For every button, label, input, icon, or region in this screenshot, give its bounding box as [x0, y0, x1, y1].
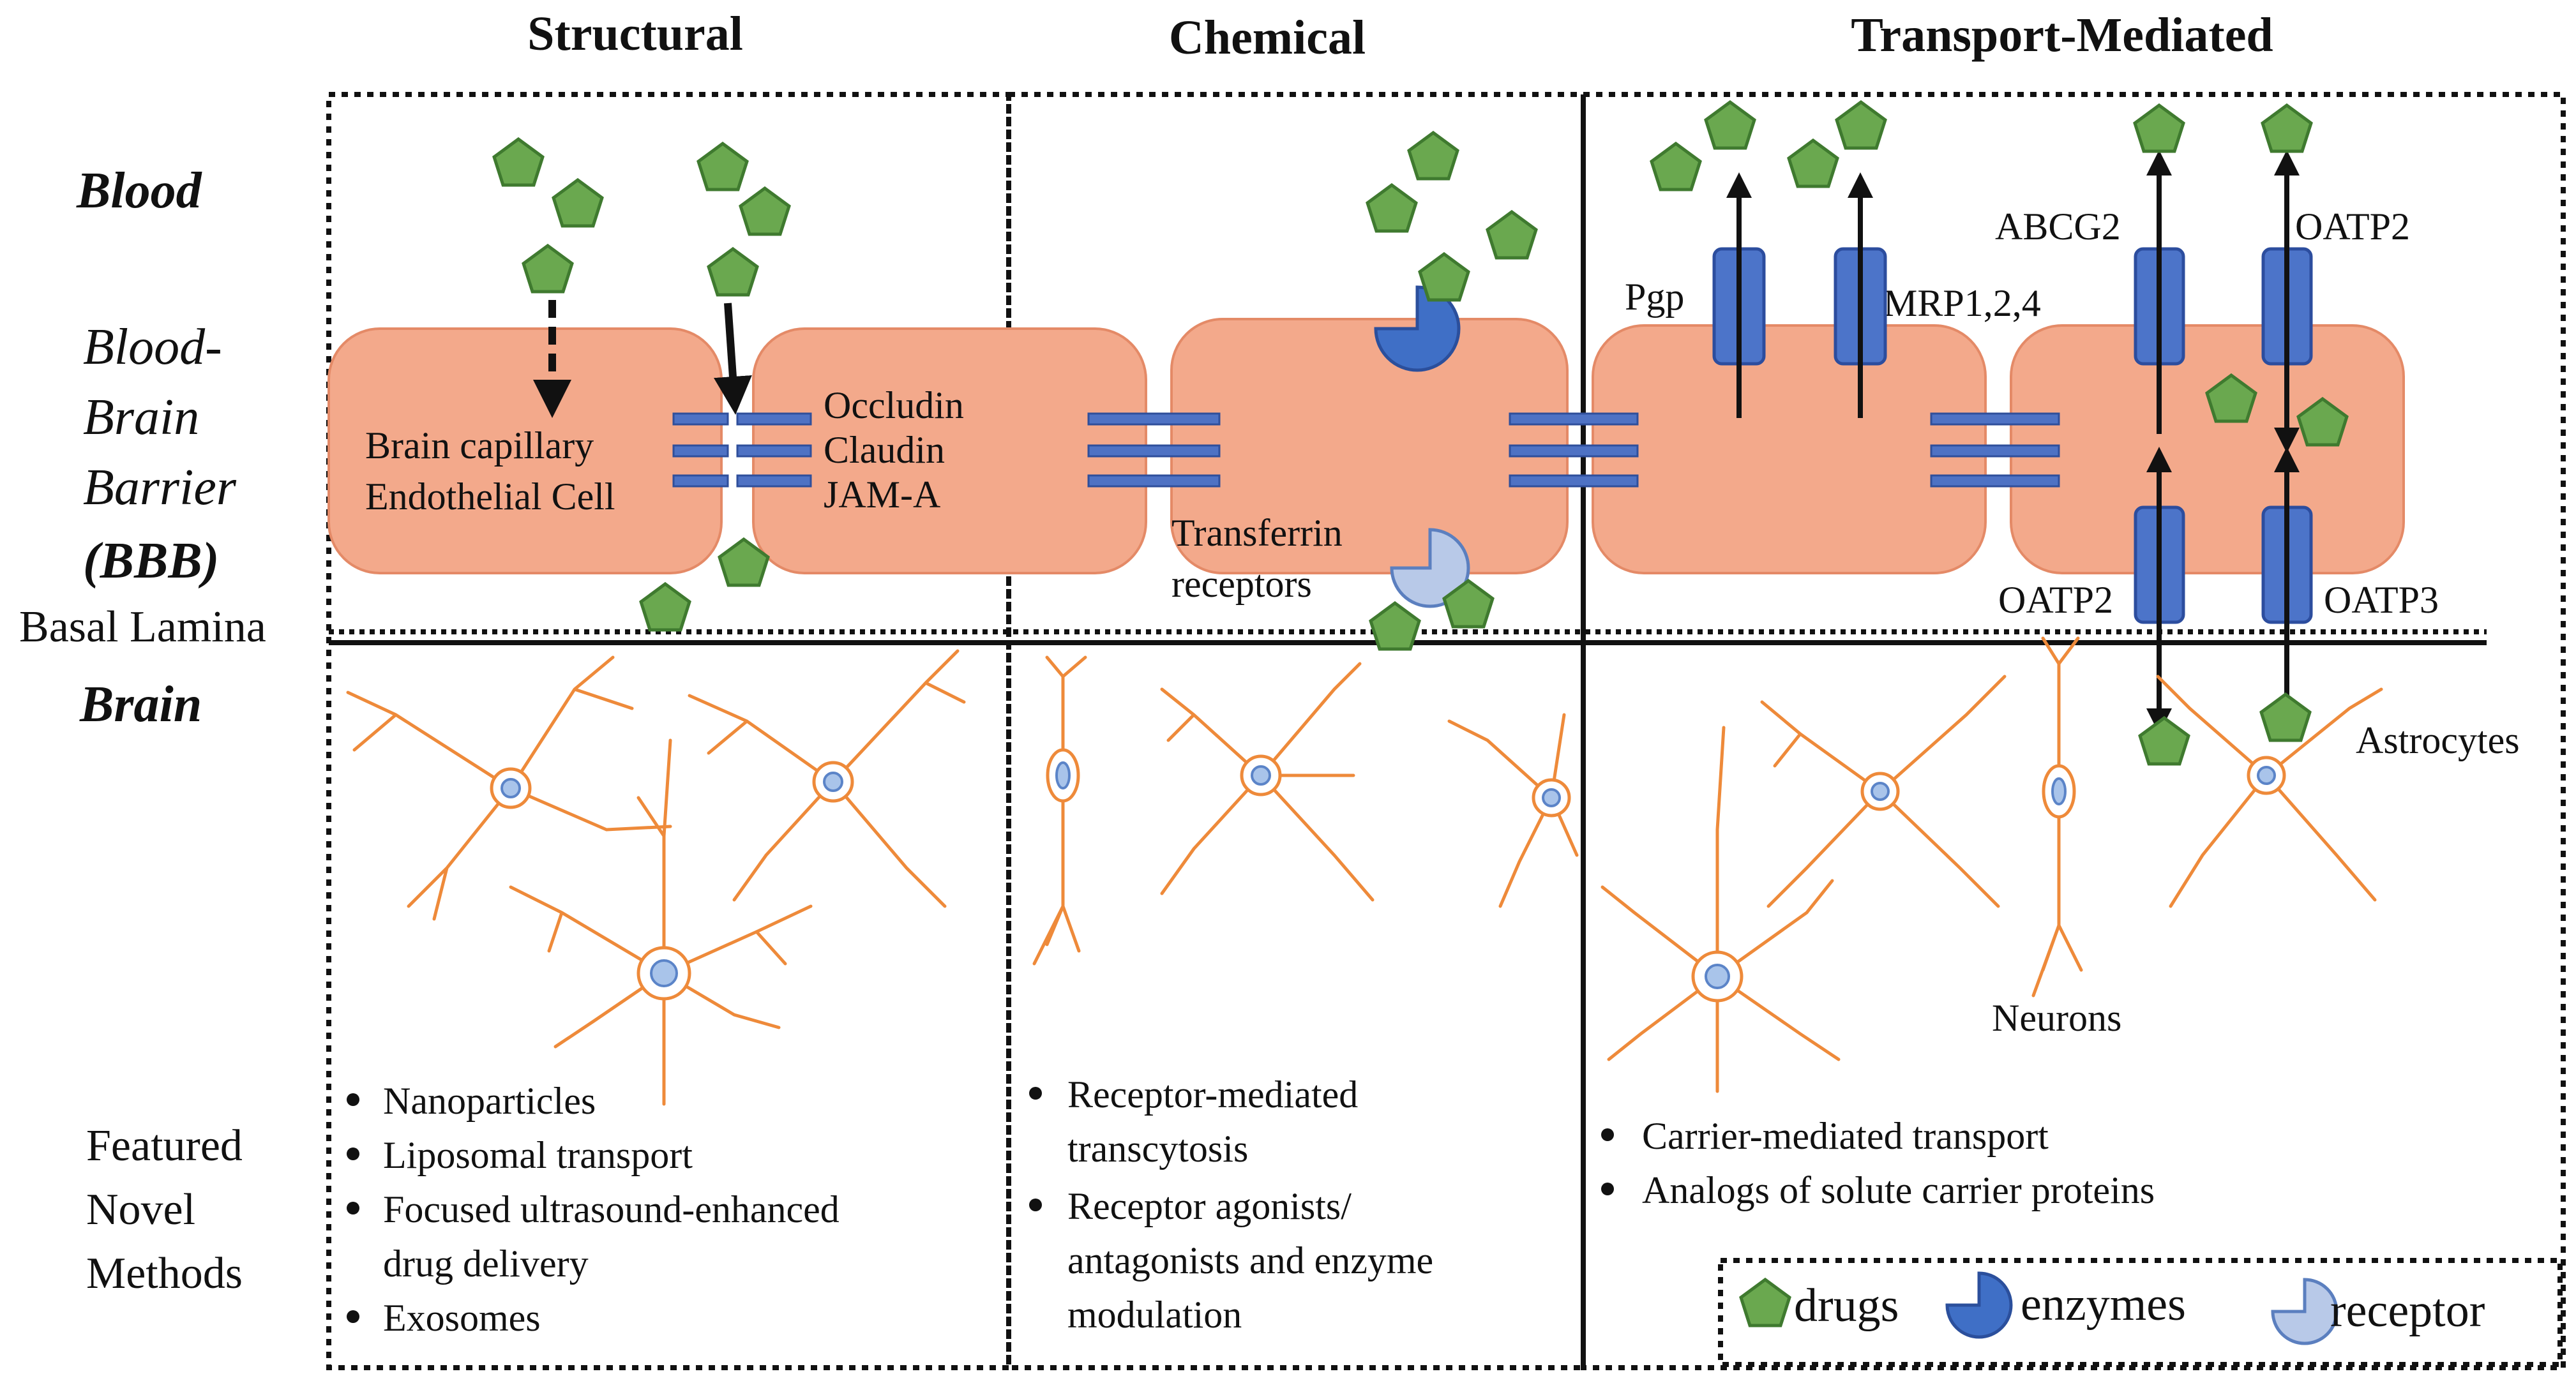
bullet-icon: [1601, 1183, 1614, 1195]
method-item: Receptor agonists/: [1067, 1185, 1352, 1227]
label-mrp: MRP1,2,4: [1883, 282, 2041, 324]
methods-chemical: Receptor-mediated transcytosis Receptor …: [1029, 1073, 1433, 1336]
method-item: Nanoparticles: [383, 1080, 596, 1122]
drug-icon: [1409, 133, 1457, 179]
tight-junction-2: [1087, 412, 1221, 488]
drug-icon: [2135, 105, 2183, 151]
label-transferrin: Transferrin: [1171, 512, 1343, 554]
drug-icon: [698, 144, 747, 190]
bullet-icon: [347, 1310, 359, 1323]
endothelial-cell-2: [752, 327, 1147, 574]
legend-enzyme-icon: [1945, 1271, 2013, 1339]
label-featured-3: Methods: [86, 1249, 243, 1298]
label-blood: Blood: [76, 163, 202, 219]
method-item: Receptor-mediated: [1067, 1073, 1358, 1116]
endothelial-cell-4: [1592, 324, 1987, 574]
label-jam-a: JAM-A: [824, 474, 940, 516]
bullet-icon: [1029, 1087, 1042, 1100]
drug-icon: [1837, 102, 1885, 148]
legend-drugs-label: drugs: [1794, 1280, 1899, 1332]
legend-enzymes-label: enzymes: [2021, 1278, 2186, 1331]
method-item: Liposomal transport: [383, 1134, 693, 1176]
label-abcg2: ABCG2: [1995, 206, 2121, 248]
method-item: Focused ultrasound-enhanced: [383, 1188, 840, 1230]
label-pgp: Pgp: [1625, 276, 1684, 318]
tight-junction-3: [1509, 412, 1639, 488]
header-transport-mediated: Transport-Mediated: [1851, 8, 2273, 62]
arrow-paracellular-solid: [714, 303, 752, 415]
drug-icon: [709, 249, 757, 295]
drug-icon: [641, 584, 689, 630]
label-brain: Brain: [79, 676, 202, 733]
neuron-cluster-structural: [346, 649, 966, 1106]
drug-icon: [1420, 254, 1468, 300]
header-chemical: Chemical: [1169, 11, 1366, 64]
drug-icon: [1706, 102, 1754, 148]
label-endothelial-cell: Endothelial Cell: [365, 475, 615, 518]
label-bbb-2: Brain: [83, 389, 199, 445]
drug-icon: [554, 180, 602, 226]
tight-junction-4: [1930, 412, 2060, 488]
bullet-icon: [1029, 1199, 1042, 1211]
methods-transport: Carrier-mediated transport Analogs of so…: [1601, 1115, 2155, 1211]
label-brain-capillary: Brain capillary: [365, 424, 594, 467]
method-item: Carrier-mediated transport: [1642, 1115, 2049, 1157]
method-item-cont: drug delivery: [383, 1243, 589, 1285]
panel-transport: [1581, 92, 2566, 1370]
label-oatp3: OATP3: [2324, 579, 2439, 621]
header-structural: Structural: [527, 7, 743, 61]
drug-icon: [1367, 185, 1416, 231]
bullet-icon: [347, 1202, 359, 1214]
label-receptors: receptors: [1171, 563, 1312, 605]
label-astrocytes: Astrocytes: [2356, 719, 2520, 761]
bullet-icon: [1601, 1128, 1614, 1141]
panel-chemical: [1006, 92, 1586, 1370]
label-bbb-3: Barrier: [83, 460, 237, 516]
label-featured-2: Novel: [86, 1185, 195, 1234]
legend-drug-icon: [1741, 1280, 1789, 1326]
drug-icon: [1371, 603, 1419, 649]
drug-icon: [2263, 105, 2311, 151]
label-neurons: Neurons: [1992, 997, 2121, 1039]
label-basal-lamina: Basal Lamina: [19, 602, 266, 652]
bullet-icon: [347, 1093, 359, 1106]
label-bbb-1: Blood-: [83, 319, 222, 375]
method-item-cont: modulation: [1067, 1294, 1242, 1336]
drug-icon: [1652, 144, 1700, 190]
panel-structural: [326, 92, 1011, 1370]
drug-icon: [523, 246, 572, 292]
neuron-cluster-chemical: [1032, 655, 1579, 966]
method-item: Analogs of solute carrier proteins: [1642, 1169, 2155, 1211]
legend: drugs enzymes receptor: [1718, 1258, 2563, 1367]
methods-structural: Nanoparticles Liposomal transport Focuse…: [347, 1080, 840, 1339]
method-item-cont: antagonists and enzyme: [1067, 1239, 1433, 1282]
label-oatp2-top: OATP2: [2295, 206, 2410, 248]
label-bbb-4: (BBB): [83, 533, 219, 589]
label-claudin: Claudin: [824, 429, 945, 471]
drug-icon: [2261, 694, 2310, 740]
endothelial-cell-5: [2010, 324, 2405, 574]
method-item-cont: transcytosis: [1067, 1128, 1248, 1170]
drug-icon: [494, 139, 543, 185]
legend-receptor-label: receptor: [2330, 1285, 2485, 1337]
label-featured-1: Featured: [86, 1121, 243, 1170]
drug-icon: [1789, 140, 1837, 186]
bullet-icon: [347, 1147, 359, 1160]
legend-receptor-icon: [2271, 1278, 2339, 1345]
label-occludin: Occludin: [824, 384, 964, 426]
drug-icon: [2140, 718, 2188, 764]
label-oatp2-bottom: OATP2: [1998, 579, 2113, 621]
drug-icon: [1488, 212, 1536, 258]
method-item: Exosomes: [383, 1297, 541, 1339]
drug-icon: [741, 188, 789, 234]
tight-junction-1: [672, 412, 812, 488]
neuron-cluster-transport: [1601, 636, 2383, 1093]
